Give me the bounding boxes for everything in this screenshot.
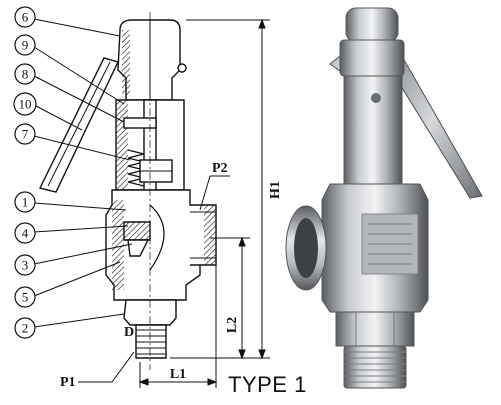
callout-number: 10: [19, 97, 32, 112]
callout-2: 2: [14, 313, 125, 339]
callout-9: 9: [14, 34, 125, 105]
spring: [127, 149, 145, 187]
callout-number: 4: [22, 226, 29, 241]
callout-number: 9: [22, 38, 29, 53]
dim-label-l2: L2: [225, 317, 240, 333]
callout-number: 3: [22, 258, 29, 273]
callouts: 6 9 8 10 7 1 4: [13, 6, 133, 339]
callout-6: 6: [14, 6, 121, 37]
callout-number: 7: [22, 127, 29, 142]
callout-number: 1: [22, 195, 29, 210]
callout-4: 4: [14, 222, 129, 244]
valve-photo: [285, 7, 483, 389]
callout-7: 7: [14, 123, 131, 161]
inlet-thread: [135, 324, 167, 359]
dim-label-h1: H1: [268, 181, 283, 199]
callout-number: 2: [22, 321, 29, 336]
callout-number: 8: [22, 67, 29, 82]
dim-label-p1: P1: [60, 375, 76, 390]
dim-label-l1: L1: [170, 367, 186, 382]
section-drawing: [38, 12, 217, 370]
callout-5: 5: [14, 261, 121, 308]
callout-number: 6: [22, 10, 29, 25]
type-caption: TYPE 1: [228, 372, 307, 397]
callout-10: 10: [13, 92, 83, 131]
callout-8: 8: [14, 63, 125, 123]
dim-label-d: D: [124, 325, 134, 340]
dim-label-p2: P2: [212, 161, 228, 176]
callout-3: 3: [14, 243, 133, 276]
dimension-lines: [78, 18, 270, 388]
cap-outline: [117, 19, 181, 101]
callout-1: 1: [14, 191, 127, 213]
callout-number: 5: [22, 290, 29, 305]
pin-icon: [177, 63, 187, 73]
